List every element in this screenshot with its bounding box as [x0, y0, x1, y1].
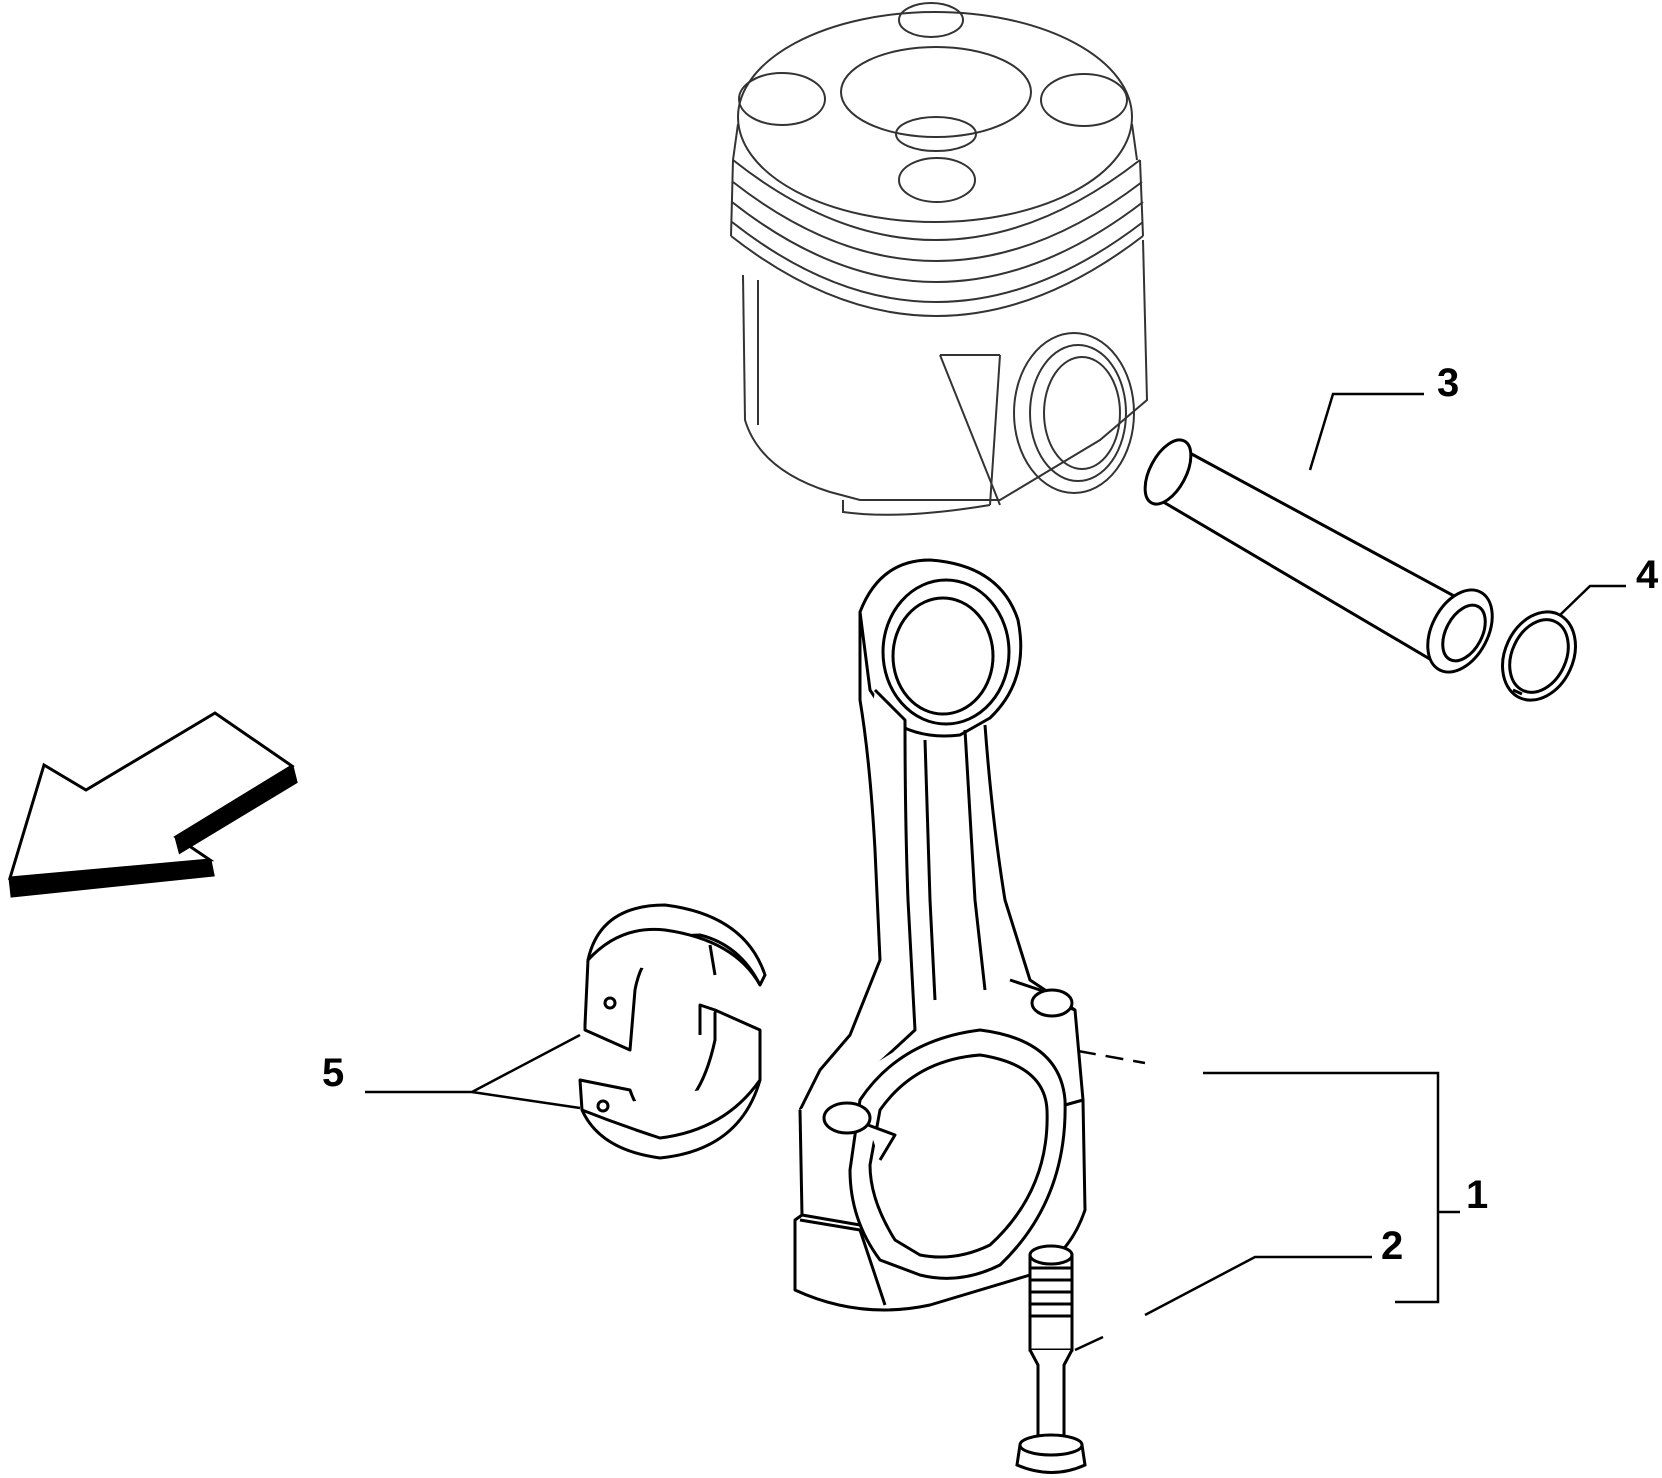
callout-3-label: 3	[1437, 361, 1460, 405]
callout-4-label: 4	[1636, 553, 1659, 597]
bearing-shells-illustration	[578, 903, 767, 1160]
leader-lines	[365, 392, 1626, 1352]
direction-arrow-icon	[7, 711, 298, 898]
leader-line-4	[1559, 584, 1626, 616]
callout-2-label: 2	[1381, 1224, 1404, 1268]
rod-bolt-illustration	[1015, 1244, 1087, 1474]
snap-ring-illustration	[1501, 610, 1577, 702]
callout-1-label: 1	[1466, 1173, 1489, 1217]
piston-pin-illustration	[1143, 438, 1494, 674]
callout-5-label: 5	[322, 1051, 345, 1095]
leader-line-3	[1308, 392, 1424, 471]
leader-dash-1	[1077, 1049, 1146, 1065]
leader-bracket-1	[1203, 1071, 1440, 1304]
connecting-rod-illustration	[793, 558, 1087, 1312]
piston-illustration	[730, 2, 1149, 516]
leader-line-2	[1144, 1255, 1372, 1317]
leader-line-5b	[471, 1090, 581, 1110]
leader-line-2b	[1074, 1335, 1104, 1352]
leader-line-5	[365, 1033, 581, 1094]
